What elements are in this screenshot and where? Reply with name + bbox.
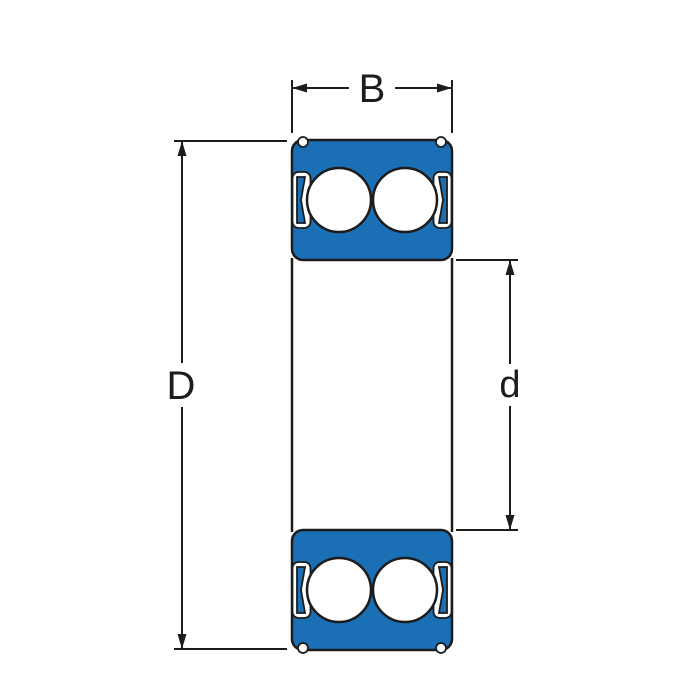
arrowhead-down-icon [177,634,187,649]
bearing-top-section [290,136,454,262]
label-width: B [359,67,386,111]
dimension-outer-diameter: D [167,140,287,650]
arrowhead-up-icon [177,141,187,156]
dimension-bore-diameter: d [456,259,521,531]
arrowhead-left-icon [292,83,307,93]
seal-left [296,176,307,224]
seal-right [437,176,448,224]
arrowhead-up-icon [505,260,515,275]
ball-left [305,166,373,234]
snap-ring-notch-left [297,136,309,148]
dimension-width: B [291,67,453,133]
arrowhead-down-icon [505,515,515,530]
label-bore-diameter: d [499,364,520,406]
label-outer-diameter: D [167,364,196,408]
bearing [290,136,454,655]
arrowhead-right-icon [437,83,452,93]
bearing-bottom-section [290,528,454,655]
snap-ring-notch-right [435,136,447,148]
ball-right [371,166,439,234]
